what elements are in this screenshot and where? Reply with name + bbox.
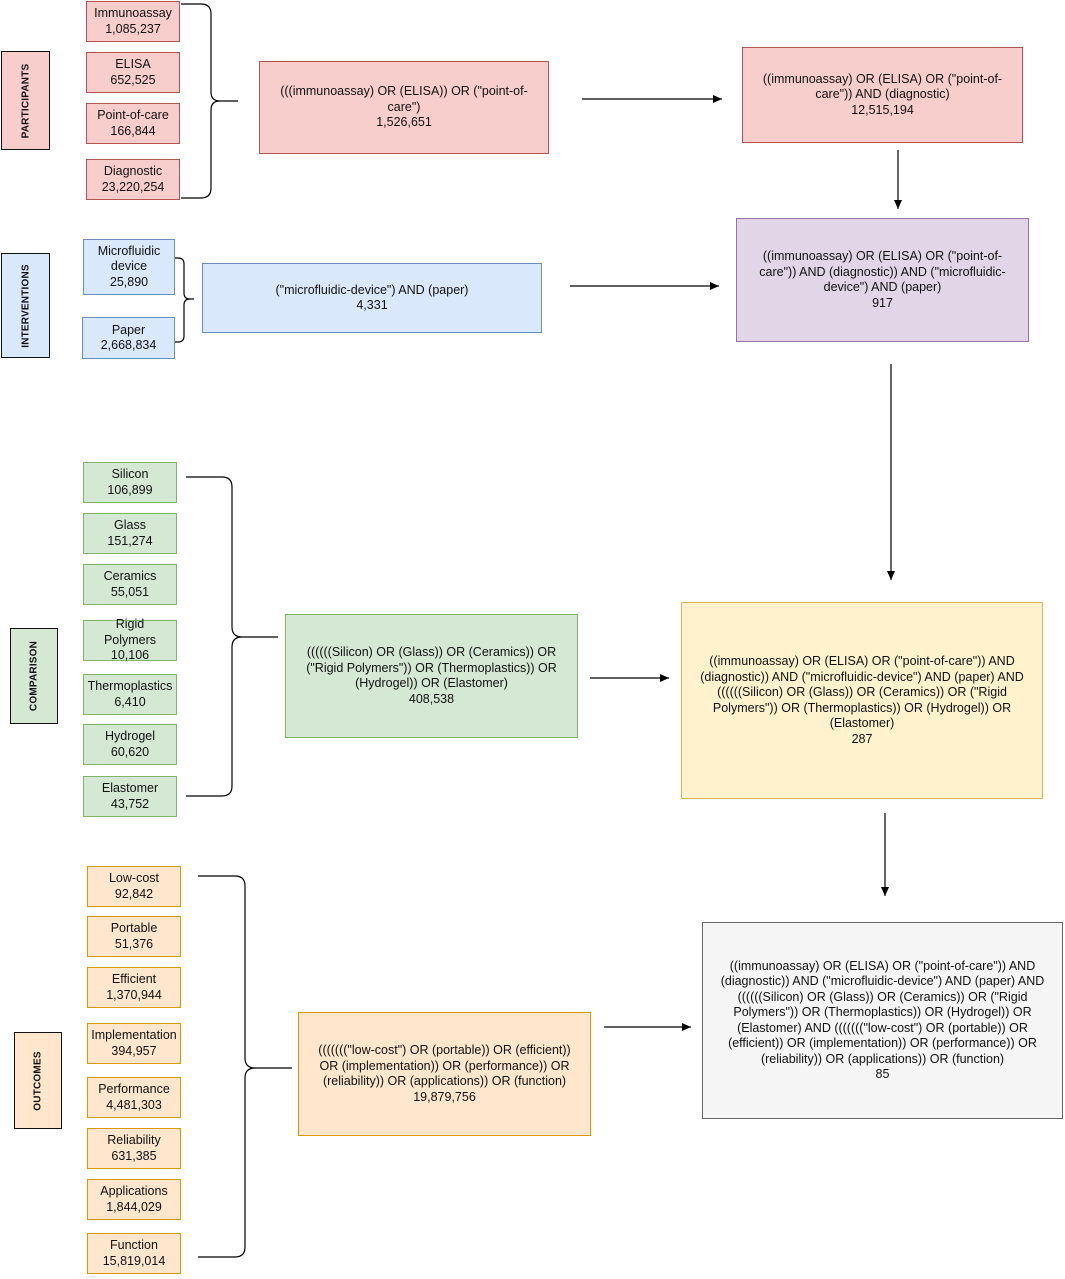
term-box-low-cost: Low-cost 92,842	[87, 866, 181, 907]
term-box-silicon: Silicon 106,899	[83, 462, 177, 503]
term-count: 166,844	[110, 123, 156, 138]
query-box-outcomes-combined: ((((((("low-cost") OR (portable)) OR (ef…	[298, 1012, 591, 1136]
query-box-participants-combined: (((immunoassay) OR (ELISA)) OR ("point-o…	[259, 61, 549, 154]
query-text: ((((((("low-cost") OR (portable)) OR (ef…	[318, 1043, 571, 1088]
query-count: 19,879,756	[413, 1089, 476, 1104]
section-label-participants: PARTICIPANTS	[1, 51, 50, 150]
query-box-with-comparison: ((immunoassay) OR (ELISA) OR ("point-of-…	[681, 602, 1043, 799]
interventions-bracket	[175, 257, 194, 343]
term-label: Microfluidic device	[97, 243, 161, 274]
term-box-applications: Applications 1,844,029	[87, 1179, 181, 1220]
term-count: 25,890	[109, 274, 149, 289]
term-count: 15,819,014	[102, 1253, 166, 1268]
term-box-portable: Portable 51,376	[87, 916, 181, 957]
term-label: Function	[110, 1238, 158, 1252]
query-count: 287	[851, 731, 873, 746]
term-box-ceramics: Ceramics 55,051	[83, 564, 177, 605]
term-count: 1,085,237	[105, 21, 161, 36]
query-text: ((immunoassay) OR (ELISA) OR ("point-of-…	[720, 958, 1045, 1066]
term-count: 2,668,834	[100, 338, 157, 352]
term-box-immunoassay: Immunoassay 1,085,237	[86, 1, 180, 42]
term-box-paper: Paper 2,668,834	[82, 317, 175, 359]
term-label: Efficient	[111, 972, 157, 986]
query-box-with-interventions: ((immunoassay) OR (ELISA) OR ("point-of-…	[736, 218, 1029, 342]
query-count: 85	[875, 1067, 890, 1081]
term-label: Low-cost	[108, 871, 160, 885]
term-box-elastomer: Elastomer 43,752	[83, 776, 177, 817]
term-count: 60,620	[110, 744, 150, 759]
term-label: Immunoassay	[94, 6, 172, 20]
term-box-rigid-polymers: Rigid Polymers 10,106	[83, 617, 177, 663]
term-count: 394,957	[111, 1043, 157, 1058]
term-label: Rigid Polymers	[103, 617, 157, 647]
term-label: Reliability	[107, 1133, 161, 1147]
term-count: 151,274	[107, 533, 153, 548]
term-box-microfluidic-device: Microfluidic device 25,890	[83, 239, 175, 295]
query-text: ((immunoassay) OR (ELISA) OR ("point-of-…	[759, 249, 1006, 294]
term-box-point-of-care: Point-of-care 166,844	[86, 103, 180, 144]
query-text: ((((((Silicon) OR (Glass)) OR (Ceramics)…	[306, 645, 557, 690]
query-text: ((immunoassay) OR (ELISA) OR ("point-of-…	[762, 71, 1003, 102]
term-box-thermoplastics: Thermoplastics 6,410	[83, 674, 177, 715]
term-label: Portable	[110, 921, 158, 935]
term-count: 10,106	[110, 648, 150, 663]
participants-bracket	[181, 3, 238, 199]
term-label: Implementation	[91, 1028, 177, 1042]
term-box-elisa: ELISA 652,525	[86, 52, 180, 93]
term-count: 652,525	[110, 72, 156, 87]
section-label-interventions: INTERVENTIONS	[1, 253, 50, 358]
term-label: Diagnostic	[103, 164, 163, 178]
term-label: Elastomer	[101, 781, 159, 795]
term-count: 23,220,254	[101, 179, 165, 194]
term-label: Thermoplastics	[87, 679, 173, 693]
term-label: ELISA	[115, 57, 151, 71]
section-label-outcomes: OUTCOMES	[14, 1032, 62, 1129]
term-label: Paper	[111, 322, 146, 337]
term-label: Hydrogel	[104, 729, 156, 743]
query-box-final: ((immunoassay) OR (ELISA) OR ("point-of-…	[702, 922, 1063, 1119]
term-label: Applications	[100, 1184, 168, 1198]
term-box-implementation: Implementation 394,957	[87, 1023, 181, 1064]
term-box-efficient: Efficient 1,370,944	[87, 967, 181, 1008]
term-count: 631,385	[111, 1148, 157, 1163]
term-label: Ceramics	[103, 569, 157, 583]
query-box-interventions-combined: ("microfluidic-device") AND (paper) 4,33…	[202, 263, 542, 333]
term-count: 92,842	[114, 886, 154, 901]
query-box-participants-diagnostic: ((immunoassay) OR (ELISA) OR ("point-of-…	[742, 47, 1023, 143]
comparison-bracket	[186, 476, 278, 797]
term-box-performance: Performance 4,481,303	[87, 1077, 181, 1118]
query-count: 1,526,651	[376, 115, 432, 130]
query-count: 12,515,194	[851, 102, 914, 117]
term-count: 1,844,029	[106, 1199, 162, 1214]
term-count: 106,899	[107, 482, 153, 497]
query-count: 917	[872, 295, 893, 310]
term-count: 55,051	[110, 584, 150, 599]
query-text: ("microfluidic-device") AND (paper)	[275, 282, 469, 297]
query-box-comparison-combined: ((((((Silicon) OR (Glass)) OR (Ceramics)…	[285, 614, 578, 738]
term-label: Performance	[98, 1082, 170, 1096]
query-count: 4,331	[356, 298, 388, 312]
term-count: 43,752	[110, 796, 150, 811]
term-count: 51,376	[114, 936, 154, 951]
term-box-glass: Glass 151,274	[83, 513, 177, 554]
term-box-hydrogel: Hydrogel 60,620	[83, 724, 177, 765]
query-text: (((immunoassay) OR (ELISA)) OR ("point-o…	[280, 84, 528, 114]
outcomes-bracket	[198, 875, 292, 1258]
term-label: Silicon	[111, 467, 149, 481]
term-count: 4,481,303	[106, 1097, 162, 1112]
query-text: ((immunoassay) OR (ELISA) OR ("point-of-…	[700, 654, 1024, 730]
query-count: 408,538	[408, 691, 455, 706]
section-label-comparison: COMPARISON	[10, 628, 58, 724]
term-box-function: Function 15,819,014	[87, 1233, 181, 1274]
term-count: 1,370,944	[106, 987, 162, 1002]
term-box-reliability: Reliability 631,385	[87, 1128, 181, 1169]
term-label: Glass	[114, 518, 146, 532]
term-box-diagnostic: Diagnostic 23,220,254	[86, 159, 180, 200]
term-count: 6,410	[114, 694, 146, 709]
term-label: Point-of-care	[97, 108, 169, 122]
